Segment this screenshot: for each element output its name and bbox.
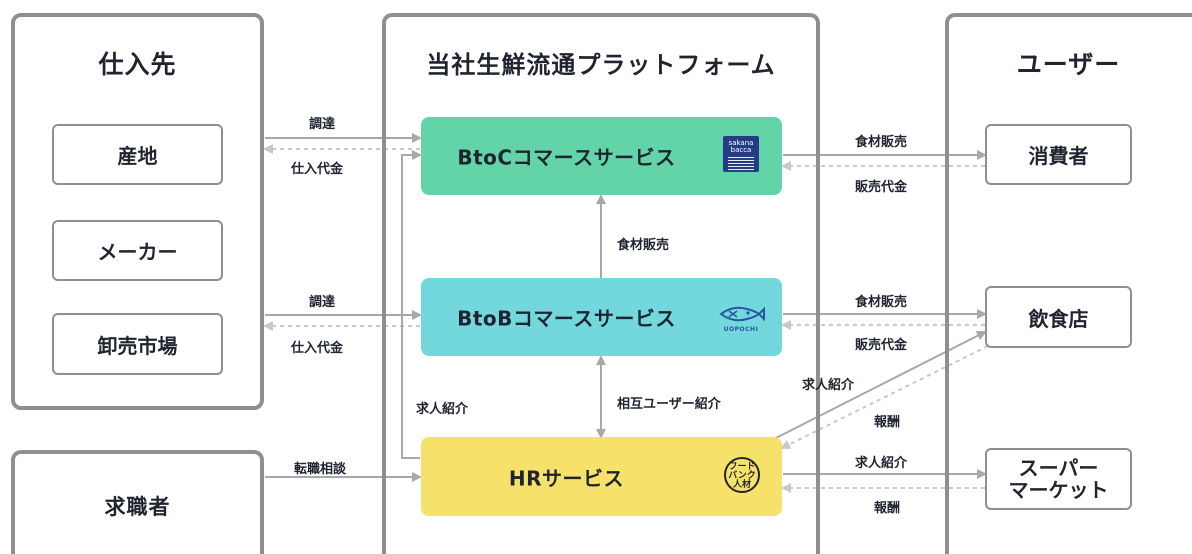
hr-service-label: HRサービス (508, 466, 625, 490)
btob-service-box: BtoBコマースサービス (421, 278, 782, 356)
suppliers-panel (11, 13, 264, 410)
label-procure-top: 調達 (309, 117, 336, 132)
sakana-bacca-logo-icon: sakana bacca (723, 136, 759, 172)
user-supermarket-label: スーパー マーケット (1008, 456, 1109, 502)
uopochi-logo-text: UOPOCHI (723, 326, 759, 333)
arrow-job-introduction-restaurant (771, 331, 987, 441)
users-panel (945, 13, 1192, 554)
btoc-service-box: BtoCコマースサービス (421, 117, 782, 195)
supplier-origin-node: 産地 (52, 124, 223, 185)
user-consumer-node: 消費者 (985, 124, 1132, 185)
users-title: ユーザー (1016, 50, 1121, 79)
user-supermarket-node: スーパー マーケット (985, 448, 1132, 510)
label-food-sales-consumer: 食材販売 (855, 135, 908, 150)
uopochi-logo-icon: UOPOCHI (714, 297, 768, 339)
suppliers-title: 仕入先 (98, 50, 177, 79)
platform-panel (382, 13, 820, 554)
fish-icon (719, 306, 765, 322)
label-purchase-payment-mid: 仕入代金 (291, 341, 344, 356)
btob-service-label: BtoBコマースサービス (457, 306, 676, 331)
label-fee-restaurant: 報酬 (874, 415, 901, 430)
label-fee-supermarket: 報酬 (874, 501, 901, 516)
supplier-wholesale-node: 卸売市場 (52, 313, 223, 375)
label-purchase-payment-top: 仕入代金 (291, 162, 344, 177)
label-job-introduction-restaurant: 求人紹介 (802, 378, 855, 393)
label-sales-payment-restaurant: 販売代金 (855, 338, 908, 353)
label-btob-to-btoc-food-sales: 食材販売 (617, 238, 670, 253)
user-restaurant-node: 飲食店 (985, 286, 1132, 348)
label-hr-job-introduction-loop: 求人紹介 (416, 402, 469, 417)
label-job-introduction-supermarket: 求人紹介 (855, 456, 908, 471)
sakana-bacca-logo-text: sakana bacca (728, 139, 754, 155)
food-hr-logo-icon: フード バンク 人材 (724, 457, 760, 493)
label-food-sales-restaurant: 食材販売 (855, 295, 908, 310)
arrow-hr-to-btoc-loop (401, 150, 422, 459)
label-procure-mid: 調達 (309, 295, 336, 310)
label-mutual-user-referral: 相互ユーザー紹介 (617, 397, 721, 412)
arrow-fee-from-restaurant (780, 345, 989, 449)
sakana-bacca-stripes (728, 156, 754, 171)
job-seeker-title: 求職者 (104, 495, 171, 519)
hr-service-box: HRサービス (421, 437, 782, 516)
btoc-service-label: BtoCコマースサービス (457, 145, 676, 170)
platform-title: 当社生鮮流通プラットフォーム (426, 51, 776, 79)
label-job-consultation: 転職相談 (294, 462, 347, 477)
label-sales-payment-consumer: 販売代金 (855, 180, 908, 195)
food-hr-logo-text: フード バンク 人材 (728, 462, 756, 490)
supplier-maker-node: メーカー (52, 220, 223, 281)
job-seeker-panel (11, 450, 264, 554)
